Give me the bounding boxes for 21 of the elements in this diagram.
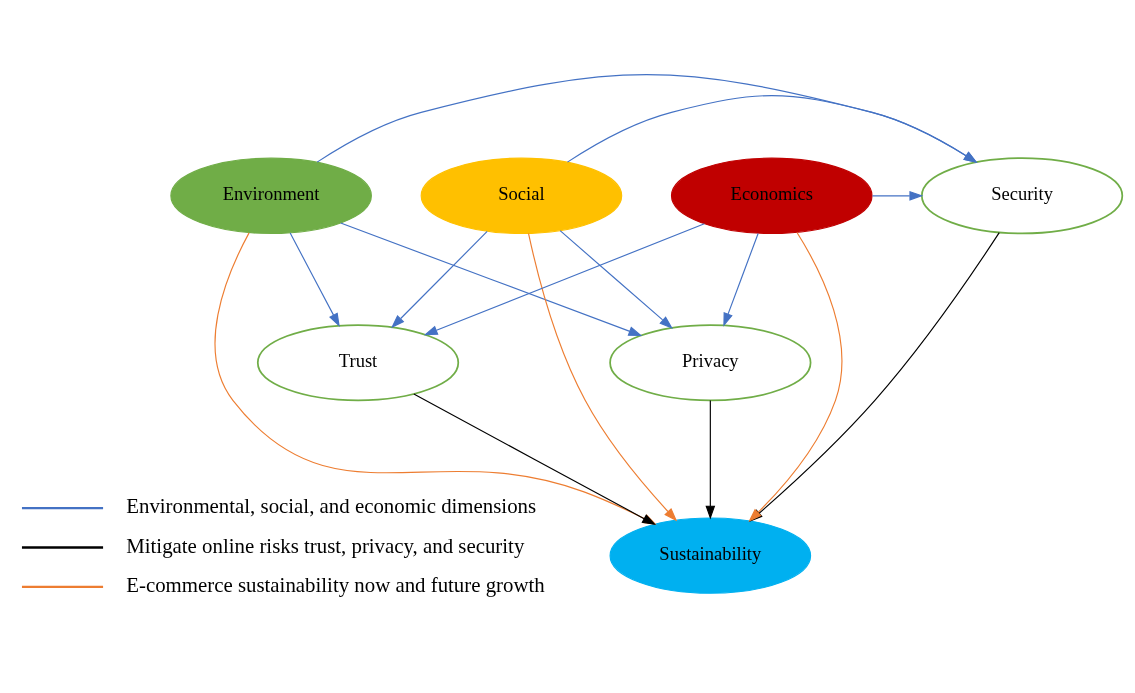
arrow bbox=[566, 94, 978, 163]
arrow bbox=[423, 222, 705, 335]
arrow bbox=[723, 232, 759, 327]
legend-label: Mitigate online risks trust, privacy, and security bbox=[126, 533, 525, 558]
arrow bbox=[705, 399, 716, 520]
arrow bbox=[559, 229, 674, 329]
node-ellipse: Economics bbox=[670, 157, 873, 234]
node-ellipse: Security bbox=[920, 156, 1124, 234]
legend-label: E-commerce sustainability now and future growth bbox=[126, 572, 545, 597]
arrow bbox=[391, 230, 488, 328]
arrow bbox=[748, 231, 1000, 522]
legend-label: Environmental, social, and economic dimensions bbox=[126, 493, 537, 518]
arrow bbox=[340, 221, 643, 336]
arrow bbox=[316, 73, 978, 163]
node-ellipse: Social bbox=[420, 157, 623, 234]
node-ellipse: Environment bbox=[170, 157, 372, 234]
arrow bbox=[289, 232, 340, 327]
arrow bbox=[871, 190, 924, 201]
arrow bbox=[748, 231, 843, 522]
node-ellipse: Sustainability bbox=[609, 516, 812, 594]
arrow bbox=[527, 232, 678, 521]
